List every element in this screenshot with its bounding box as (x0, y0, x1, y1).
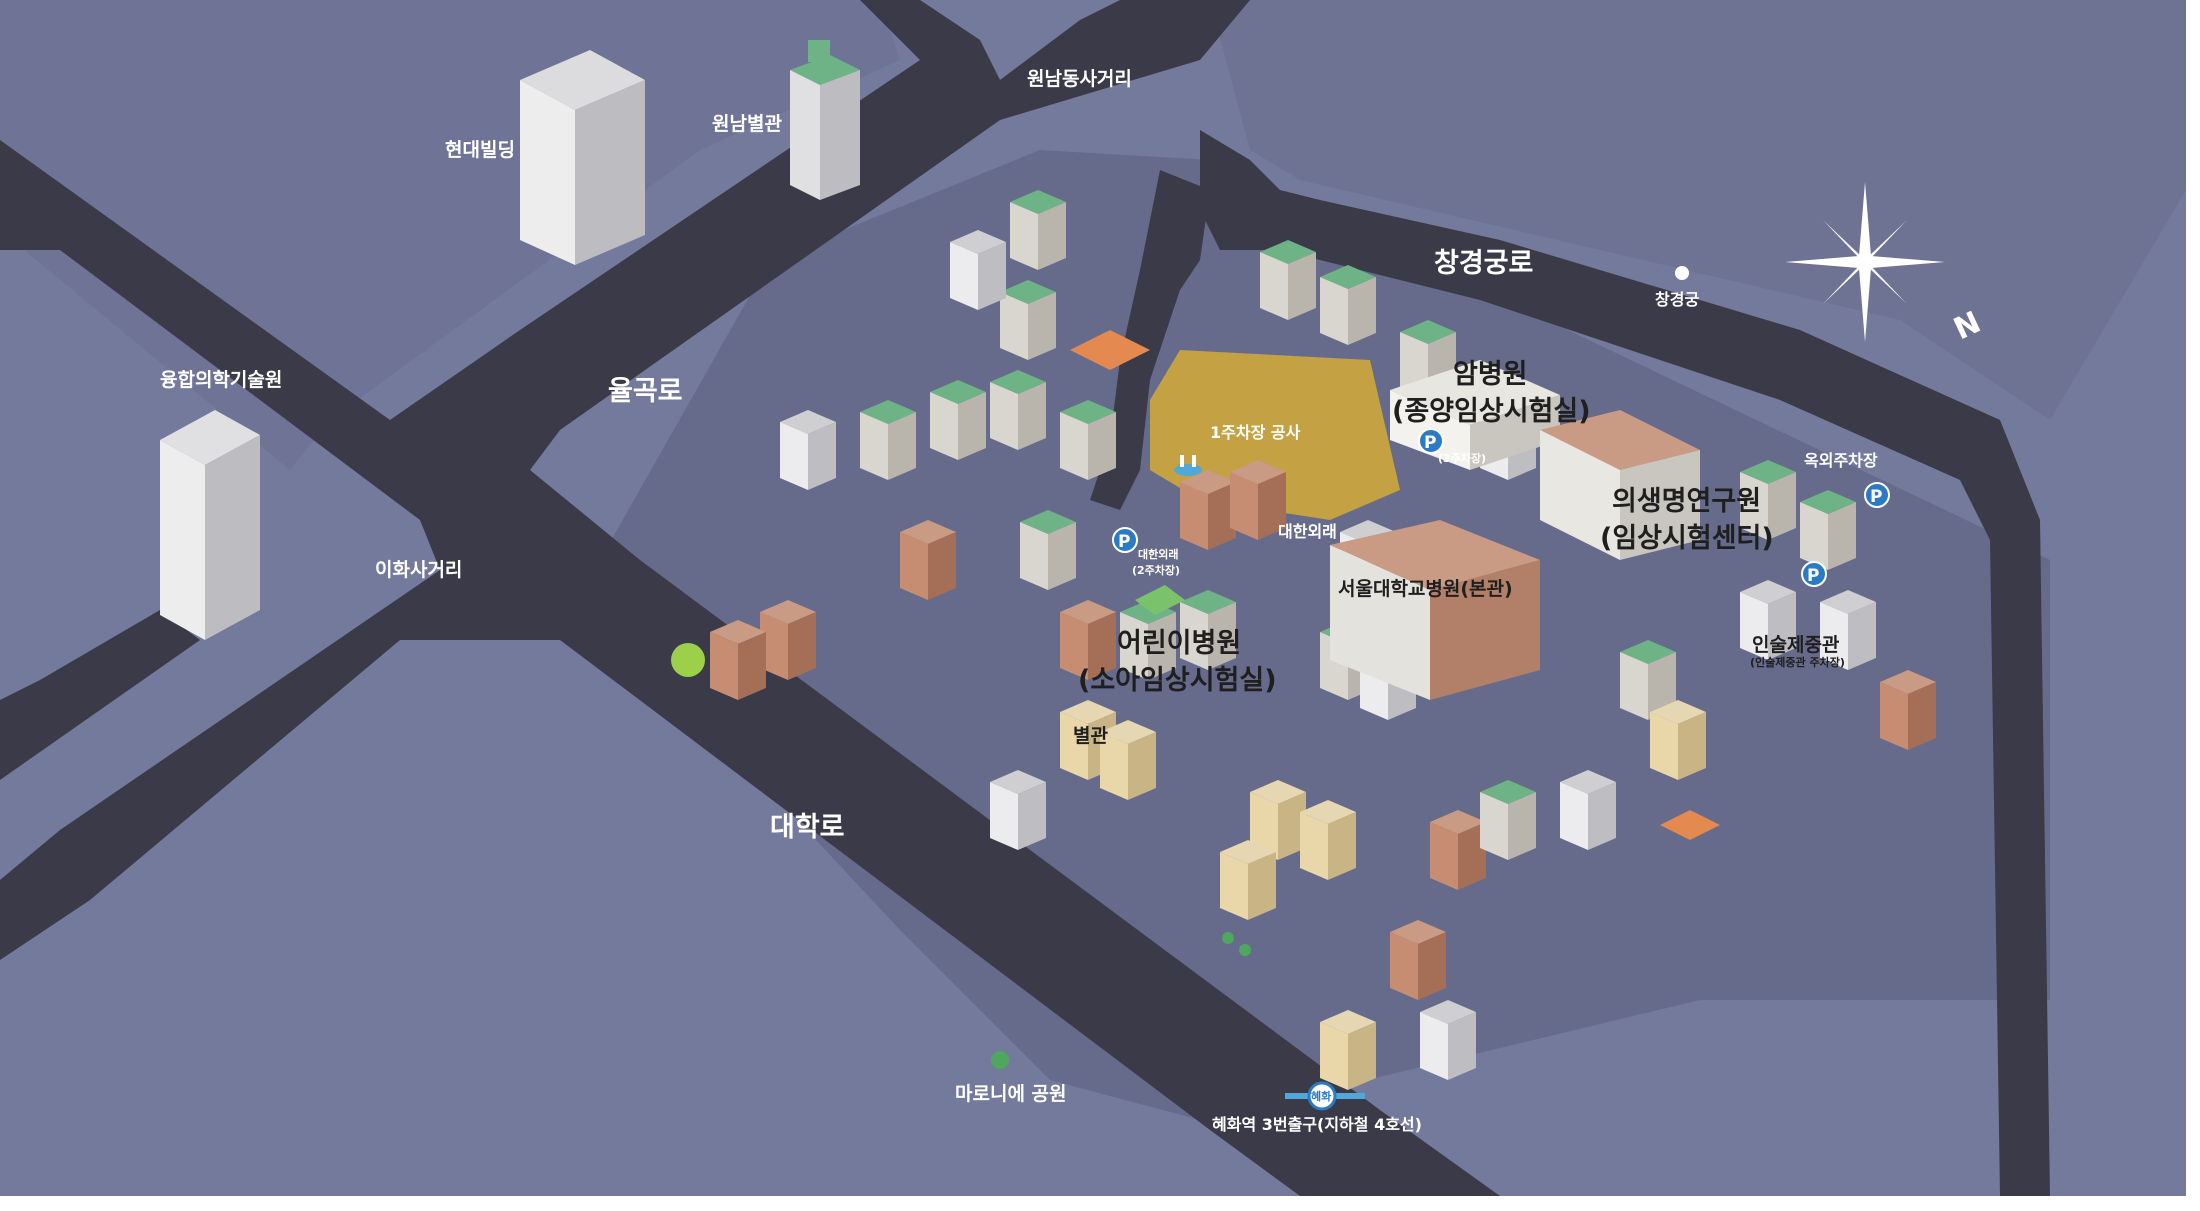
block-north-strip (1210, 0, 2186, 420)
label-insul-parking: (인술제중관 주차장) (1750, 655, 1845, 669)
parking-lot2-symbol: P (1118, 532, 1130, 552)
label-station-code: 혜화 (1311, 1089, 1331, 1103)
label-convergence-institute: 융합의학기술원 (160, 369, 282, 391)
label-construction-lot1: 1주차장 공사 (1210, 423, 1301, 442)
label-research-institute: 의생명연구원 (1612, 486, 1761, 517)
label-daehak-ro: 대학로 (770, 812, 845, 843)
label-childrens-hospital-sub: (소아임상시험실) (1078, 665, 1277, 696)
map-frame-bottom (0, 1196, 2200, 1211)
label-annex: 별관 (1073, 725, 1108, 747)
label-childrens-hospital: 어린이병원 (1117, 628, 1241, 659)
label-marronnier-park: 마로니에 공원 (955, 1083, 1067, 1105)
label-changgyeonggung-ro: 창경궁로 (1434, 248, 1533, 279)
tree-icon (1222, 932, 1234, 944)
label-lot3: (3주차장) (1438, 451, 1486, 465)
label-ihwa-intersection: 이화사거리 (375, 559, 462, 581)
label-lot2-line1: 대한외래 (1138, 547, 1178, 561)
label-changgyeonggung: 창경궁 (1655, 290, 1699, 309)
buildings-layer (160, 40, 1936, 1111)
map-frame-right (2186, 0, 2200, 1211)
subway-station-icon (1307, 1081, 1337, 1111)
tree-icon (991, 1051, 1009, 1069)
label-daehan-outpatient: 대한외래 (1278, 522, 1337, 541)
fountain-icon (1174, 455, 1202, 476)
label-hyehwa-station-exit: 혜화역 3번출구(지하철 4호선) (1212, 1115, 1422, 1134)
label-wonnam-intersection: 원남동사거리 (1027, 68, 1132, 90)
parking-lot3-symbol: P (1424, 433, 1436, 453)
label-wonnam-annex: 원남별관 (712, 113, 782, 135)
label-cancer-hospital-sub: (종양임상시험실) (1392, 396, 1591, 427)
label-insul-building: 인술제중관 (1752, 634, 1840, 656)
label-hyundai-building: 현대빌딩 (445, 139, 515, 161)
label-outdoor-parking: 옥외주차장 (1804, 451, 1878, 470)
label-main-hospital: 서울대학교병원(본관) (1338, 578, 1513, 600)
parking-insul-symbol: P (1807, 566, 1819, 586)
parking-outdoor-symbol: P (1870, 487, 1882, 507)
label-cancer-hospital: 암병원 (1453, 359, 1528, 390)
road-network (0, 0, 2050, 1196)
compass-rose (1785, 182, 1945, 342)
label-research-institute-sub: (임상시험센터) (1600, 523, 1774, 554)
changgyeonggung-marker (1675, 266, 1689, 280)
tree-icon (671, 643, 705, 677)
label-yulgok-ro: 율곡로 (608, 376, 683, 407)
tree-icon (1239, 944, 1251, 956)
label-lot2-line2: (2주차장) (1132, 563, 1180, 577)
